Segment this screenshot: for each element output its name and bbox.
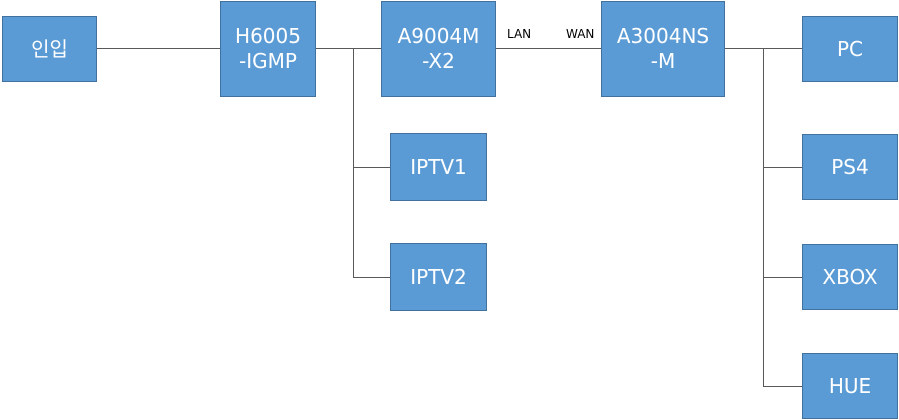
node-a9004m-x2[interactable]: A9004M -X2 [381, 1, 496, 97]
node-ps4[interactable]: PS4 [802, 134, 898, 200]
node-iptv1[interactable]: IPTV1 [390, 133, 487, 201]
node-hue[interactable]: HUE [802, 353, 898, 419]
node-pc[interactable]: PC [802, 16, 898, 82]
node-a3004ns-m[interactable]: A3004NS -M [601, 1, 725, 97]
port-label-lan: LAN [507, 27, 532, 41]
node-h6005-igmp[interactable]: H6005 -IGMP [220, 1, 316, 97]
port-label-wan: WAN [566, 27, 595, 41]
node-inlet[interactable]: 인입 [2, 16, 97, 82]
node-iptv2[interactable]: IPTV2 [390, 243, 487, 311]
node-xbox[interactable]: XBOX [802, 244, 898, 310]
